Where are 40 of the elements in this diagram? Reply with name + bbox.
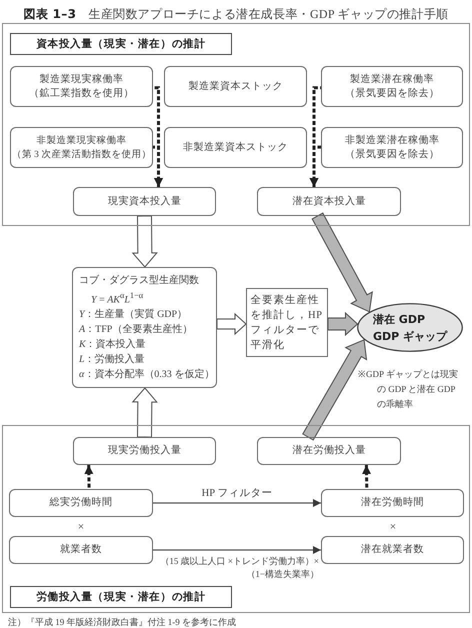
edge-label: HP フィルター xyxy=(200,487,274,500)
dotted-arrow xyxy=(84,464,94,490)
process-box: 製造業資本ストック xyxy=(164,66,307,107)
dotted-arrow xyxy=(153,146,163,187)
process-box: 潜在資本投入量 xyxy=(257,187,401,216)
text-box: 全要素生産性を推計し，HPフィルターで平滑化 xyxy=(246,288,328,357)
process-box: 総実労働時間 xyxy=(9,489,153,517)
process-box: 現実労働投入量 xyxy=(73,437,216,465)
process-box: 潜在就業者数 xyxy=(321,536,464,564)
edge-label: （15 歳以上人口 ×トレンド労働力率）×（1−構造失業率） xyxy=(159,555,319,581)
block-arrow xyxy=(132,387,158,438)
process-box: 非製造業資本ストック xyxy=(164,127,307,168)
process-box: 潜在労働時間 xyxy=(321,489,464,517)
source-note: 注）『平成 19 年版経済財政白書』付注 1-9 を参考に作成 xyxy=(8,616,237,628)
block-arrow xyxy=(328,312,358,336)
title: 図表 1–3 生産関数アプローチによる潜在成長率・GDP ギャップの推計手順 xyxy=(22,6,450,22)
dotted-arrow xyxy=(362,464,372,490)
formula-box: コブ・ダグラス型生産関数 Y = AK$^{α}$L$^{1−α}$ Y：生産量（実質 GDP） A：TFP（全要素生産性） K：資本投入量 L：労働投入量 α：資本分配率（0.33 を仮定） xyxy=(72,267,217,388)
process-box: 就業者数 xyxy=(9,536,153,564)
process-box: 潜在労働投入量 xyxy=(257,437,401,465)
multiply-sign: × xyxy=(76,520,86,534)
block-arrow xyxy=(302,339,368,441)
footnote-text: ※GDP ギャップとは現実の GDP と潜在 GDPの乖離率 xyxy=(358,368,459,411)
arrow xyxy=(152,499,322,507)
block-arrow xyxy=(216,312,247,336)
panel-heading: 資本投入量（現実・潜在）の推計 xyxy=(10,33,232,55)
process-box: 製造業潜在稼働率 （景気要因を除去） xyxy=(321,66,463,107)
arrow xyxy=(152,546,322,554)
process-box: 製造業現実稼働率 （鉱工業指数を使用） xyxy=(10,66,153,107)
panel-heading: 労働投入量（現実・潜在）の推計 xyxy=(10,586,232,608)
process-box: 現実資本投入量 xyxy=(73,187,216,216)
process-box: 非製造業潜在稼働率 （景気要因を除去） xyxy=(321,127,463,168)
block-arrow xyxy=(312,212,373,313)
group-panel xyxy=(2,23,470,226)
group-panel xyxy=(2,425,470,613)
ellipse-node: 潜在 GDP GDP ギャップ xyxy=(357,303,463,352)
dotted-arrow xyxy=(310,146,321,187)
process-box: 非製造業現実稼働率 （第 3 次産業活動指数を使用） xyxy=(10,127,153,168)
multiply-sign: × xyxy=(388,520,398,534)
block-arrow xyxy=(132,215,158,268)
